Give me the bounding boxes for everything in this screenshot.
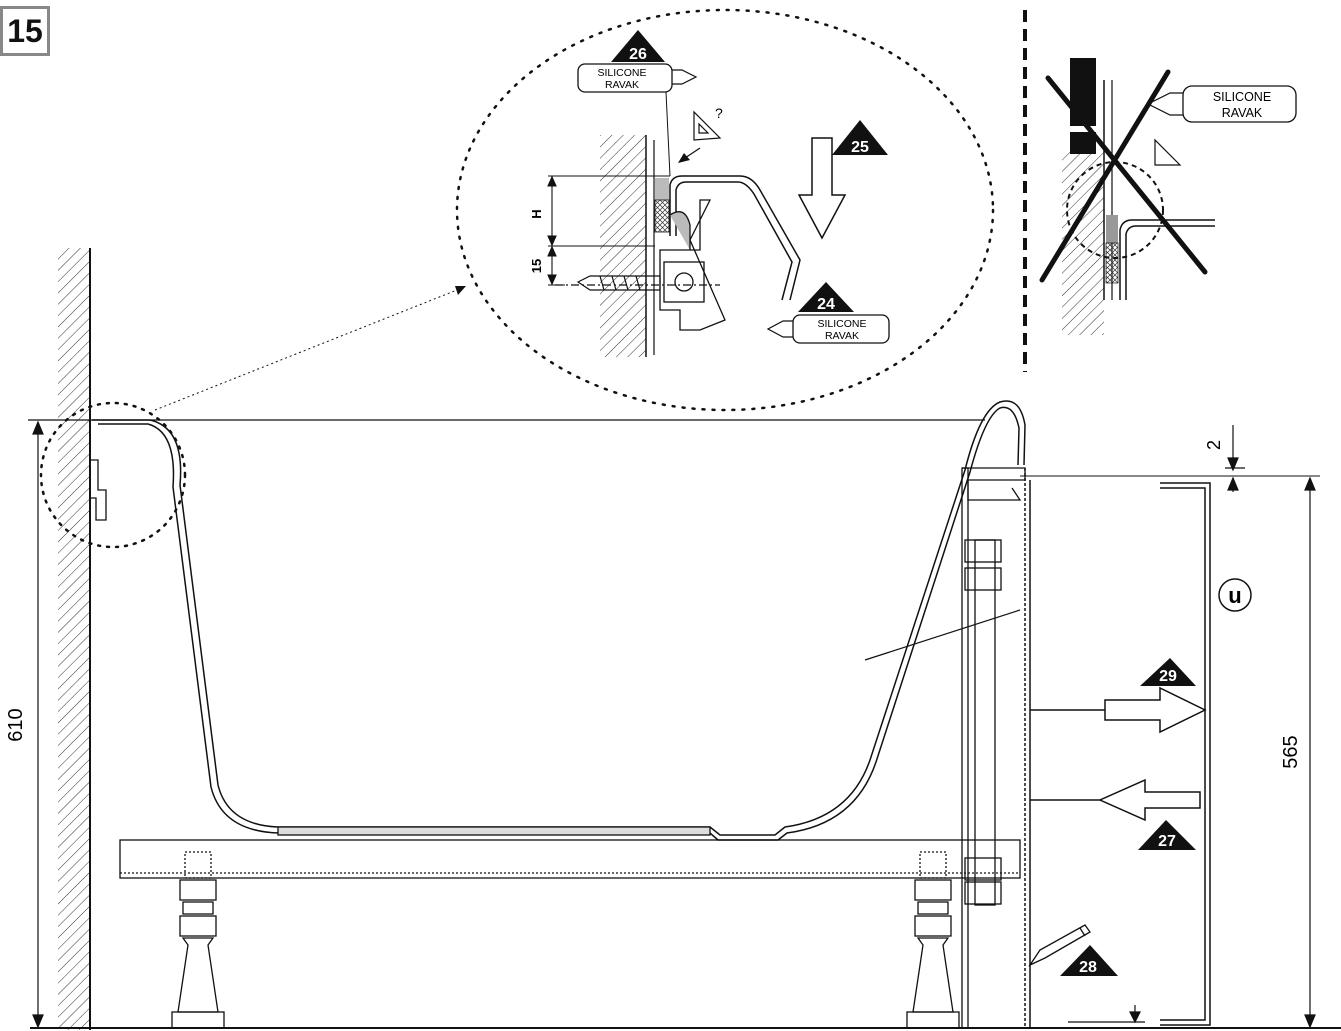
leader-arrow (455, 286, 466, 295)
dimension-565-label: 565 (1280, 735, 1302, 768)
detail-tape (654, 199, 670, 233)
marker-24-label: 24 (817, 296, 835, 313)
marker-25: 25 (832, 120, 888, 156)
pencil-icon (1028, 924, 1091, 967)
marker-27: 27 (1138, 820, 1196, 850)
floor-tick (1068, 1005, 1145, 1024)
dimension-610-label: 610 (5, 708, 27, 741)
silicone-tube-warning: SILICONE RAVAK (1146, 85, 1297, 123)
support-frame (119, 826, 1021, 879)
detail-circle-small (39, 401, 187, 549)
dimension-2-label: 2 (1204, 440, 1224, 450)
wall (58, 248, 91, 1030)
leader-line (154, 287, 463, 411)
marker-26: 26 (611, 30, 665, 63)
marker-29-label: 29 (1159, 668, 1177, 685)
dimension-610 (32, 420, 44, 1029)
question-mark: ? (715, 105, 723, 121)
front-panel (1024, 468, 1211, 1028)
detail-h-label: H (529, 209, 544, 218)
marker-29: 29 (1140, 658, 1196, 686)
pointer-line (864, 609, 1021, 661)
silicone-tube-24: SILICONE RAVAK (766, 314, 890, 344)
panel-letter: u (1228, 583, 1241, 608)
marker-28: 28 (1060, 945, 1118, 976)
marker-27-label: 27 (1158, 833, 1176, 850)
panel-letter-badge: u (1218, 578, 1252, 612)
silicone-24-line1: SILICONE (817, 318, 866, 330)
detail-bracket (659, 199, 726, 331)
detail-silicone-bead (655, 178, 669, 200)
leg-right (906, 851, 960, 1029)
silicone-24-line2: RAVAK (825, 330, 859, 342)
detail-15-label: 15 (529, 259, 544, 273)
warning-exclamation-icon (1070, 58, 1096, 154)
wrong-detail (1062, 80, 1215, 335)
dimension-565 (1304, 476, 1316, 1029)
step-number-box: 15 (0, 6, 50, 56)
silicone-26-line1: SILICONE (597, 67, 646, 79)
bathtub-shell (92, 400, 1026, 841)
prohibited-cross-icon (1039, 69, 1208, 283)
arrow-left-27 (1030, 778, 1201, 822)
panel-clip (961, 467, 1026, 1029)
detail-screw (555, 275, 720, 291)
threaded-rod (964, 539, 1002, 906)
detail-dimensions (547, 175, 670, 286)
leg-left (171, 851, 225, 1029)
marker-25-label: 25 (851, 139, 869, 156)
marker-28-label: 28 (1079, 959, 1097, 976)
set-square-icon (693, 110, 722, 141)
dimension-2 (1225, 425, 1245, 492)
silicone-tube-26: SILICONE RAVAK (577, 63, 698, 177)
detail-tub-rim (669, 175, 801, 301)
detail-circle-large (455, 8, 995, 412)
step-number: 15 (7, 12, 43, 49)
marker-24: 24 (798, 282, 854, 313)
arrow-right-29 (1030, 686, 1207, 734)
silicone-warning-line2: RAVAK (1222, 106, 1263, 120)
marker-26-label: 26 (629, 46, 647, 63)
down-arrow-25 (797, 137, 847, 240)
silicone-warning-line1: SILICONE (1213, 90, 1271, 104)
wall-bracket (90, 459, 107, 521)
silicone-26-line2: RAVAK (605, 79, 639, 91)
